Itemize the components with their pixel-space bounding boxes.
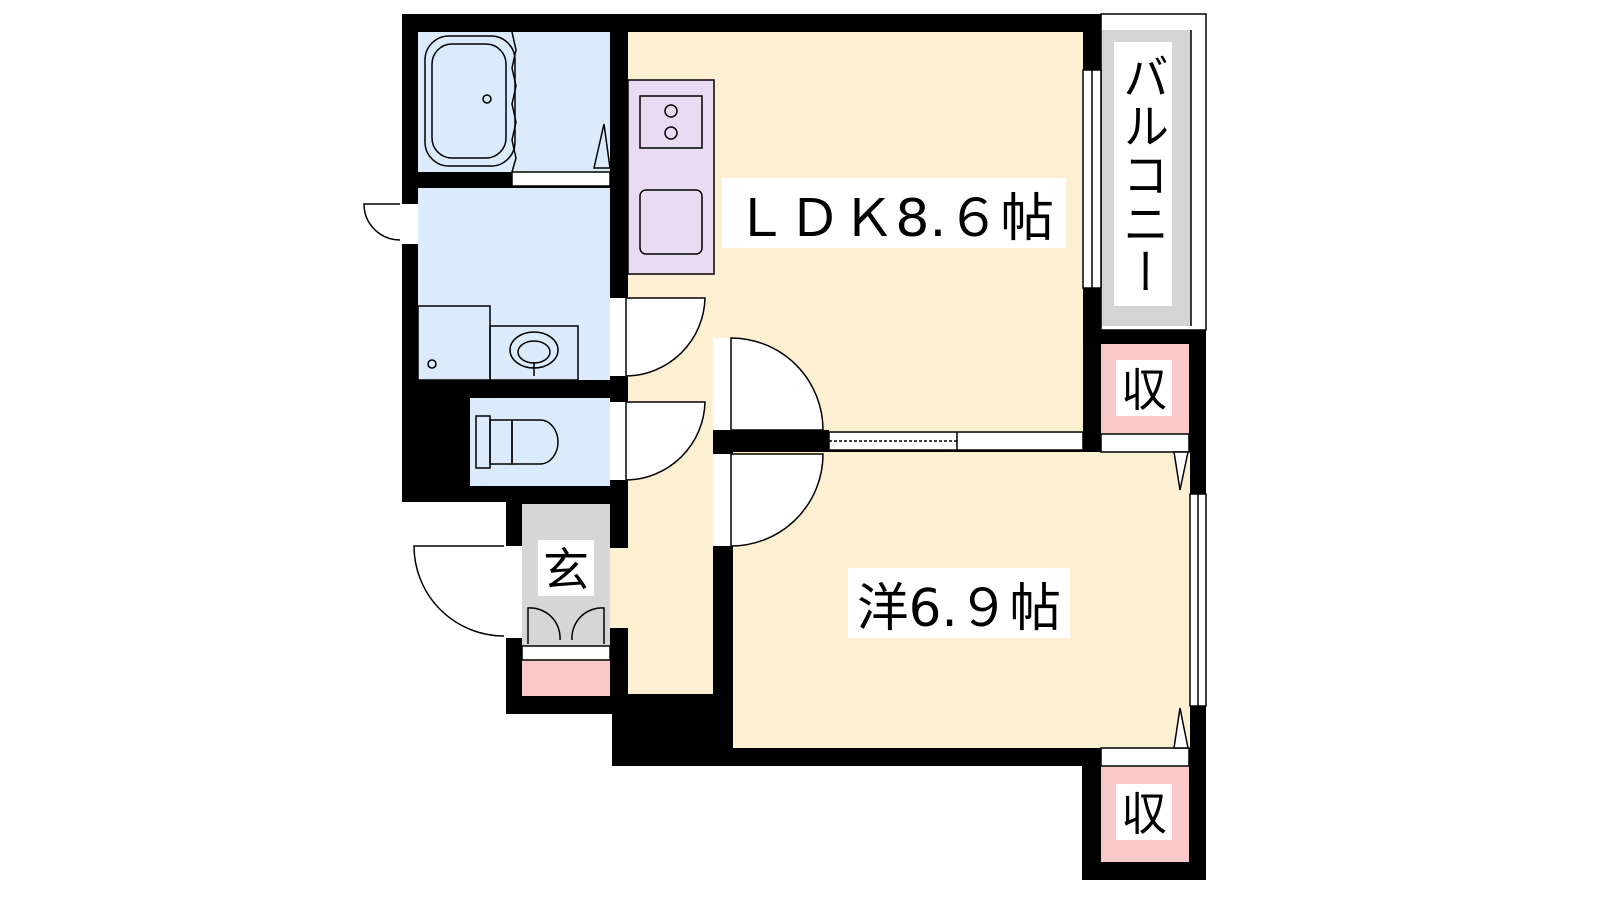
toilet-door-opening — [610, 402, 628, 480]
bath-door-frame — [511, 171, 611, 187]
ldk-western-partition — [713, 430, 1101, 452]
stove — [639, 95, 703, 149]
partition-wall-end — [1083, 432, 1101, 452]
step-line — [521, 645, 611, 661]
ldk-door-swing — [730, 337, 824, 431]
kitchen-counter — [627, 79, 715, 275]
storage-top-door — [1100, 433, 1190, 453]
washroom-floor — [418, 188, 610, 380]
bathtub — [424, 31, 611, 173]
bathtub-outer — [424, 35, 516, 167]
bathtub-inner — [431, 43, 507, 159]
burner-icon — [664, 126, 678, 140]
toilet-door-swing — [625, 401, 706, 481]
side-door-opening — [400, 204, 418, 244]
ldk-balcony-window — [1082, 69, 1102, 289]
storage-top-label-bg — [1116, 360, 1172, 416]
storage-top-door-marker — [1173, 451, 1189, 491]
entrance-details — [521, 607, 611, 661]
balcony-label-bg — [1114, 42, 1172, 306]
toilet — [475, 415, 559, 469]
washroom-door-swing — [625, 297, 706, 377]
kitchen-sink — [639, 189, 703, 255]
shower-curtain — [511, 31, 517, 173]
storage-bottom-door-marker — [1173, 707, 1189, 749]
western-label: 洋6.９帖 — [857, 579, 1061, 639]
entrance-corridor-opening — [610, 548, 628, 628]
side-door-swing — [363, 203, 401, 241]
room-labels: ＬＤＫ8.６帖 洋6.９帖 玄 バルコニー 収 収 — [538, 42, 1172, 841]
kitchen-counter-top — [627, 79, 715, 275]
bath-wash-partition — [418, 171, 611, 188]
washroom-door-opening — [610, 298, 628, 376]
drain-icon — [427, 359, 437, 369]
toilet-floor — [470, 398, 610, 486]
storage-top-label: 収 — [1121, 363, 1167, 417]
ldk-label-bg — [722, 178, 1066, 248]
ldk-door-opening — [713, 338, 733, 430]
front-door-opening — [504, 546, 522, 638]
storage-bottom-door — [1100, 747, 1190, 767]
front-door-swing — [413, 545, 505, 637]
ldk-label: ＬＤＫ8.６帖 — [734, 189, 1054, 249]
bath-door-marker — [593, 123, 611, 169]
storage-doors — [1100, 433, 1190, 767]
burner-icon — [664, 104, 678, 118]
western-side-window — [1189, 493, 1207, 707]
vanity-unit — [489, 325, 579, 381]
interior-doors — [610, 297, 824, 628]
entrance-label-bg — [538, 540, 594, 596]
entrance-label: 玄 — [543, 543, 589, 597]
washroom-fixtures — [417, 305, 579, 381]
drain-icon — [482, 94, 492, 104]
shoe-cabinet-door-right — [571, 607, 605, 644]
partition-wall — [418, 172, 512, 188]
storage-bottom-label-bg — [1116, 784, 1172, 840]
balcony-label: バルコニー — [1116, 52, 1170, 296]
partition-wall-stub — [713, 430, 829, 452]
shoe-cabinet-door-left — [527, 607, 561, 644]
toilet-bowl — [511, 419, 559, 465]
storage-bottom-label: 収 — [1121, 787, 1167, 841]
washroom-side-door — [363, 203, 418, 244]
western-door-swing — [730, 453, 824, 547]
western-door-opening — [713, 454, 733, 546]
western-label-bg — [848, 568, 1070, 638]
shoe-storage — [522, 660, 610, 696]
front-door — [413, 545, 522, 638]
